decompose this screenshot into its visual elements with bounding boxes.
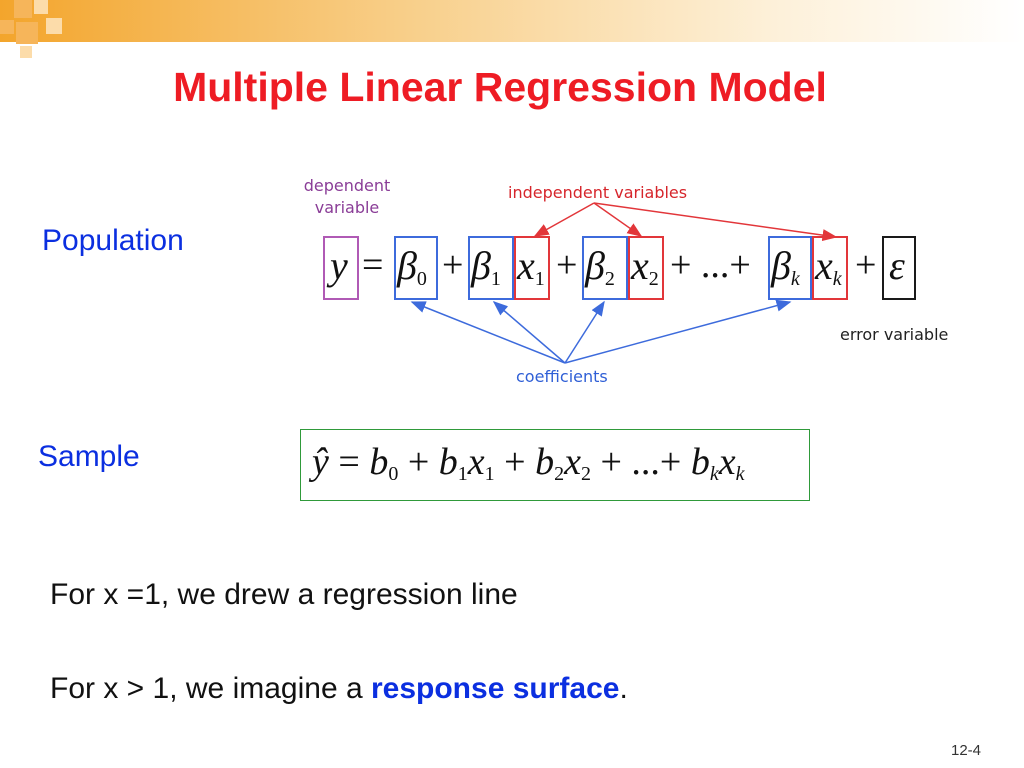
symbol-plus: + [442, 244, 464, 286]
dependent-annotation-line2: variable [314, 198, 380, 217]
decor-square [16, 22, 38, 44]
page-number: 12-4 [951, 742, 982, 759]
arrow-to-beta1 [492, 301, 566, 364]
decor-square [20, 46, 32, 58]
symbol-y: y [330, 243, 348, 288]
error-variable-annotation: error variable [840, 325, 949, 344]
symbol-x2: x2 [631, 243, 659, 290]
x2-box [628, 236, 664, 300]
symbol-yhat: ŷ [312, 441, 329, 483]
arrow-to-x2 [593, 202, 643, 237]
arrow-to-betak [564, 299, 792, 364]
betak-box [768, 236, 812, 300]
sample-label: Sample [38, 440, 140, 473]
decor-square [0, 20, 14, 34]
x1-box [514, 236, 550, 300]
decor-square [46, 18, 62, 34]
sample-equation-box [300, 429, 810, 501]
symbol-beta2: β2 [585, 243, 615, 290]
symbol-epsilon: ε [889, 243, 905, 288]
symbol-beta1: β1 [471, 243, 501, 290]
symbol-xk: xk [815, 243, 842, 290]
body-line-1: For x =1, we drew a regression line [50, 578, 518, 611]
dependent-variable-annotation: dependent variable [292, 175, 402, 219]
population-label: Population [42, 224, 184, 257]
symbol-ellipsis-plus: + ...+ [670, 244, 751, 286]
arrow-to-beta0 [410, 301, 566, 364]
beta0-box [394, 236, 438, 300]
coefficients-annotation: coefficients [516, 367, 608, 386]
sample-equation: ŷ = b0 + b1x1 + b2x2 + ...+ bkxk [312, 441, 745, 485]
beta1-box [468, 236, 514, 300]
dependent-annotation-line1: dependent [303, 176, 391, 195]
slide-title: Multiple Linear Regression Model [173, 64, 827, 110]
symbol-beta0: β0 [397, 243, 427, 290]
decor-square [14, 0, 32, 18]
beta2-box [582, 236, 628, 300]
arrow-to-x1 [533, 202, 595, 237]
arrow-to-xk [593, 202, 838, 242]
symbol-equals: = [362, 244, 384, 286]
independent-variables-annotation: independent variables [508, 183, 688, 202]
dependent-variable-box [323, 236, 359, 300]
symbol-betak: βk [771, 243, 800, 290]
body-line-2-prefix: For x > 1, we imagine a [50, 672, 371, 705]
epsilon-box [882, 236, 916, 300]
symbol-plus: + [855, 244, 877, 286]
header-gradient-bar [0, 0, 1024, 42]
arrow-to-beta2 [564, 300, 605, 364]
symbol-x1: x1 [517, 243, 545, 290]
xk-box [812, 236, 848, 300]
body-line-2-suffix: . [619, 672, 628, 705]
decor-square [34, 0, 48, 14]
response-surface-emphasis: response surface [370, 672, 620, 705]
symbol-plus: + [556, 244, 578, 286]
body-line-2: For x > 1, we imagine a response surface… [50, 672, 628, 706]
